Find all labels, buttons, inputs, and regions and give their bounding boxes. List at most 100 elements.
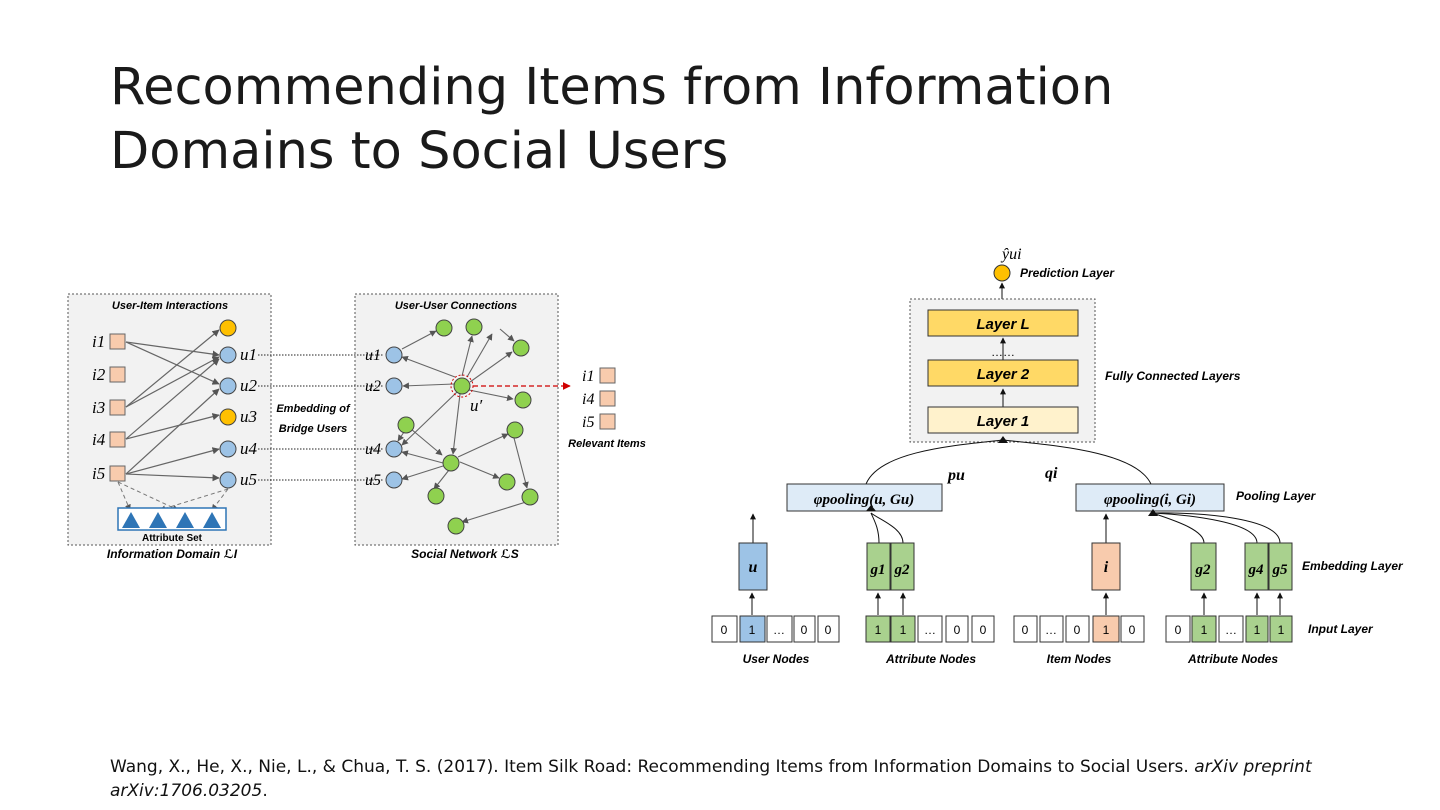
prediction-layer-label: Prediction Layer (1020, 266, 1115, 280)
bridge-label-1: Embedding of (276, 403, 351, 415)
attribute-edges (117, 481, 229, 512)
pu-label: pu (946, 467, 965, 484)
input-cells-user (711, 615, 840, 643)
input-cell: 0 (980, 623, 987, 637)
layer-1 (927, 406, 1079, 434)
relevant-item-label: i5 (582, 414, 594, 431)
item-label: i5 (92, 464, 105, 483)
target-user-label: u′ (470, 396, 483, 415)
layer-l (927, 309, 1079, 337)
layer-2 (927, 359, 1079, 387)
input-cell: 1 (875, 623, 882, 637)
embedding-connectors (750, 512, 1281, 544)
input-cell: 1 (1278, 623, 1285, 637)
citation-end: . (262, 781, 268, 801)
citation-authors: Wang, X., He, X., Nie, L., & Chua, T. S.… (110, 757, 1189, 777)
input-cell: 1 (900, 623, 907, 637)
prediction-node (993, 264, 1011, 282)
relevant-items-label: Relevant Items (568, 438, 646, 450)
relevant-item-label: i1 (582, 368, 594, 385)
input-cell: 0 (1175, 623, 1182, 637)
input-cell: 0 (721, 623, 728, 637)
user-label: u3 (240, 407, 257, 426)
embedding-g2-item-label: g2 (1195, 562, 1212, 578)
layer-l-label: Layer L (976, 316, 1029, 333)
pool-left-label: φpooling(u, Gu) (814, 492, 914, 508)
input-cell: 1 (1201, 623, 1208, 637)
pool-left (786, 483, 943, 512)
embedding-g4 (1244, 542, 1269, 591)
user-label: u4 (240, 439, 258, 458)
input-cell: 0 (1022, 623, 1029, 637)
output-label: ŷui (1000, 246, 1022, 263)
bridge-user-label: u2 (365, 378, 381, 395)
pool-right-label: φpooling(i, Gi) (1104, 492, 1196, 508)
bridge-label-2: Bridge Users (279, 423, 347, 435)
layer-1-label: Layer 1 (977, 413, 1030, 430)
pooling-layer-label: Pooling Layer (1236, 489, 1317, 503)
input-cell: 0 (801, 623, 808, 637)
embedding-g2-item (1190, 542, 1217, 591)
neural-architecture-figure: ŷui Prediction Layer Fully Connected Lay… (711, 246, 1404, 666)
information-domain-box (67, 293, 272, 546)
input-cell: … (924, 623, 936, 637)
input-cells-item (1013, 615, 1145, 643)
layer-2-label: Layer 2 (977, 366, 1030, 383)
user-label: u5 (240, 470, 257, 489)
attribute-nodes-label: Attribute Nodes (885, 652, 976, 666)
item-label: i1 (92, 332, 105, 351)
input-cell: 0 (1074, 623, 1081, 637)
item-label: i2 (92, 365, 106, 384)
bridge-user-label: u5 (365, 472, 381, 489)
bridge-user-label: u1 (365, 347, 381, 364)
input-cell: … (1045, 623, 1057, 637)
input-cells-attr-item (1165, 615, 1293, 643)
input-cell: 0 (954, 623, 961, 637)
user-label: u2 (240, 376, 258, 395)
target-user-node (453, 377, 471, 395)
input-cell: … (773, 623, 785, 637)
item-squares (109, 333, 126, 482)
social-box-title: User-User Connections (395, 300, 517, 312)
bridge-user-label: u4 (365, 441, 381, 458)
input-cell: 1 (749, 623, 756, 637)
user-circles (219, 319, 237, 489)
embedding-g1 (866, 542, 891, 591)
slide-title: Recommending Items from Information Doma… (110, 58, 1114, 181)
attribute-set-box (117, 507, 227, 531)
embedding-g1-label: g1 (870, 562, 886, 578)
bridge-links (258, 354, 384, 481)
embedding-g5 (1268, 542, 1293, 591)
input-cells-attr-user (865, 615, 995, 643)
attribute-nodes-label: Attribute Nodes (1187, 652, 1278, 666)
item-label: i4 (92, 430, 106, 449)
input-cell: … (1225, 623, 1237, 637)
embedding-layer-label: Embedding Layer (1302, 559, 1404, 573)
attribute-triangles (122, 512, 221, 528)
embedding-i-label: i (1104, 559, 1109, 576)
user-nodes-label: User Nodes (743, 652, 810, 666)
embedding-g2 (890, 542, 915, 591)
item-label: i3 (92, 398, 105, 417)
embedding-u (738, 542, 768, 591)
item-nodes-label: Item Nodes (1047, 652, 1112, 666)
embedding-u-label: u (749, 559, 758, 576)
input-layer-label: Input Layer (1308, 622, 1374, 636)
input-arrows (749, 592, 1283, 615)
interaction-edges (125, 329, 220, 482)
embedding-g2-label: g2 (894, 562, 911, 578)
embedding-g5-label: g5 (1272, 562, 1289, 578)
embedding-i (1091, 542, 1121, 591)
social-box-caption: Social Network ℒS (411, 547, 519, 561)
info-box-title: User-Item Interactions (112, 300, 228, 312)
citation-journal: arXiv preprint arXiv:1706.03205 (110, 757, 1312, 801)
attribute-set-label: Attribute Set (142, 533, 203, 544)
citation: Wang, X., He, X., Nie, L., & Chua, T. S.… (110, 755, 1340, 803)
relevant-item-label: i4 (582, 391, 594, 408)
qi-label: qi (1045, 465, 1058, 482)
input-cell: 0 (825, 623, 832, 637)
bridge-user-nodes (385, 346, 403, 489)
pool-right (1075, 483, 1225, 512)
user-label: u1 (240, 345, 257, 364)
